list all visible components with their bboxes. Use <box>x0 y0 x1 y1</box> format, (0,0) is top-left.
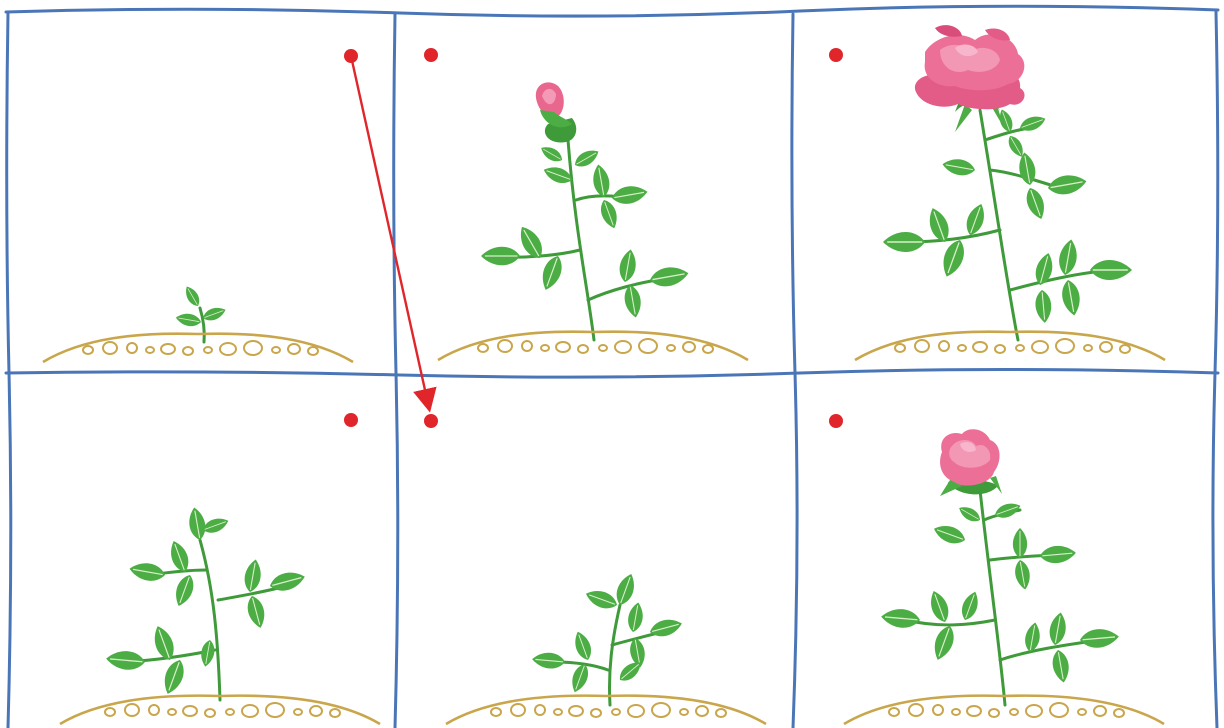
panel-seedling <box>174 49 358 344</box>
rose-bud-icon <box>535 82 577 143</box>
soil-mound-2 <box>437 330 749 362</box>
panel-grid <box>4 4 1220 728</box>
stage-marker-dot <box>424 48 438 62</box>
soil-mound-1 <box>42 332 354 364</box>
grid-middle-line <box>4 368 1220 379</box>
soil-mounds <box>42 330 1166 726</box>
rose-half-open-icon <box>940 429 1002 496</box>
panel-full-bloom <box>829 25 1133 342</box>
sequence-arrow <box>349 55 437 413</box>
stage-marker-dot <box>829 48 843 62</box>
grid-divider-1 <box>392 12 400 728</box>
stage-marker-dot <box>424 414 438 428</box>
stage-marker-dot <box>829 414 843 428</box>
panel-young-plant <box>424 414 685 707</box>
grid-right-border <box>1211 10 1220 728</box>
panel-leafy-plant <box>104 413 358 702</box>
soil-mound-6 <box>843 694 1165 726</box>
grid-divider-2 <box>790 12 799 728</box>
soil-mound-5 <box>445 694 767 726</box>
soil-mound-4 <box>59 694 381 726</box>
panel-bud <box>424 48 691 342</box>
grid-left-border <box>5 10 13 728</box>
stage-marker-dot <box>344 413 358 427</box>
soil-mound-3 <box>854 330 1166 362</box>
grid-top-border <box>4 4 1220 18</box>
rose-flower-icon <box>914 25 1025 132</box>
panel-opening-flower <box>829 414 1121 707</box>
